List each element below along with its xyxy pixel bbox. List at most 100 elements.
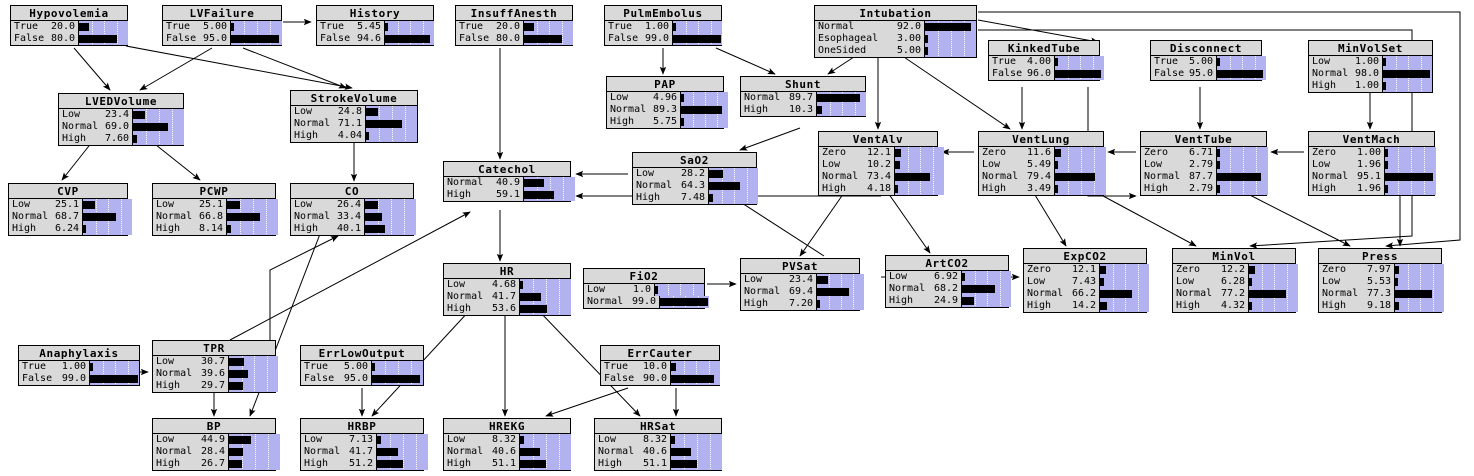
state-row[interactable]: True20.0 <box>11 21 129 33</box>
state-row[interactable]: Normal99.0 <box>584 296 710 308</box>
state-row[interactable]: True5.45 <box>317 21 435 33</box>
state-row[interactable]: High7.48 <box>633 192 759 204</box>
state-row[interactable]: Normal77.2 <box>1173 288 1299 300</box>
node-BP[interactable]: BPLow44.9Normal28.4High26.7 <box>152 418 281 471</box>
node-VentMach[interactable]: VentMachZero1.00Low1.96Normal95.1High1.9… <box>1308 131 1437 196</box>
state-row[interactable]: High51.2 <box>301 458 429 470</box>
node-HRSat[interactable]: HRSatLow8.32Normal40.6High51.1 <box>594 418 723 471</box>
state-row[interactable]: High10.3 <box>741 104 867 116</box>
state-row[interactable]: Normal89.3 <box>607 104 729 116</box>
state-row[interactable]: Low25.1 <box>153 199 279 211</box>
node-HRBP[interactable]: HRBPLow7.13Normal41.7High51.2 <box>300 418 429 471</box>
node-ExpCO2[interactable]: ExpCO2Zero12.1Low7.43Normal66.2High14.2 <box>1023 248 1150 313</box>
state-row[interactable]: Zero6.71 <box>1141 147 1269 159</box>
state-row[interactable]: High53.6 <box>444 303 572 315</box>
state-row[interactable]: Zero7.97 <box>1319 264 1445 276</box>
state-row[interactable]: High1.00 <box>1309 80 1433 92</box>
state-row[interactable]: Normal68.2 <box>886 283 1012 295</box>
node-CO[interactable]: COLow26.4Normal33.4High40.1 <box>290 183 417 236</box>
state-row[interactable]: Normal92.0 <box>815 21 976 33</box>
state-row[interactable]: Normal69.0 <box>59 121 185 133</box>
state-row[interactable]: High59.1 <box>444 189 576 201</box>
state-row[interactable]: High2.79 <box>1141 183 1269 195</box>
state-row[interactable]: Normal73.4 <box>819 171 945 183</box>
node-LVFailure[interactable]: LVFailureTrue5.00False95.0 <box>162 5 283 46</box>
node-VentAlv[interactable]: VentAlvZero12.1Low10.2Normal73.4High4.18 <box>818 131 945 196</box>
state-row[interactable]: Zero11.6 <box>979 147 1107 159</box>
state-row[interactable]: High4.18 <box>819 183 945 195</box>
node-VentLung[interactable]: VentLungZero11.6Low5.49Normal79.4High3.4… <box>978 131 1107 196</box>
state-row[interactable]: High26.7 <box>153 458 281 470</box>
state-row[interactable]: Normal41.7 <box>444 291 572 303</box>
state-row[interactable]: False95.0 <box>301 373 423 385</box>
state-row[interactable]: Normal28.4 <box>153 446 281 458</box>
state-row[interactable]: High40.1 <box>291 223 417 235</box>
state-row[interactable]: High6.24 <box>9 223 133 235</box>
node-HR[interactable]: HRLow4.68Normal41.7High53.6 <box>443 263 572 316</box>
node-Disconnect[interactable]: DisconnectTrue5.00False95.0 <box>1150 40 1267 81</box>
node-MinVol[interactable]: MinVolZero12.2Low6.28Normal77.2High4.32 <box>1172 248 1299 313</box>
state-row[interactable]: False95.0 <box>1151 68 1267 80</box>
state-row[interactable]: Normal40.6 <box>444 446 572 458</box>
state-row[interactable]: Normal40.6 <box>595 446 723 458</box>
state-row[interactable]: Normal39.6 <box>153 368 279 380</box>
state-row[interactable]: Normal77.3 <box>1319 288 1445 300</box>
state-row[interactable]: Low7.13 <box>301 434 429 446</box>
node-CVP[interactable]: CVPLow25.1Normal68.7High6.24 <box>8 183 133 236</box>
state-row[interactable]: Low28.2 <box>633 168 759 180</box>
node-ErrCauter[interactable]: ErrCauterTrue10.0False90.0 <box>600 345 721 386</box>
node-ErrLowOutput[interactable]: ErrLowOutputTrue5.00False95.0 <box>300 345 424 386</box>
state-row[interactable]: Zero12.1 <box>819 147 945 159</box>
state-row[interactable]: False94.6 <box>317 33 435 45</box>
state-row[interactable]: Normal40.9 <box>444 177 576 189</box>
node-Intubation[interactable]: IntubationNormal92.0Esophageal3.00OneSid… <box>814 5 977 58</box>
state-row[interactable]: True10.0 <box>601 361 721 373</box>
state-row[interactable]: OneSided5.00 <box>815 45 976 57</box>
state-row[interactable]: High7.20 <box>741 298 865 310</box>
node-PVSat[interactable]: PVSatLow23.4Normal69.4High7.20 <box>740 258 865 311</box>
node-MinVolSet[interactable]: MinVolSetLow1.00Normal98.0High1.00 <box>1308 40 1433 93</box>
state-row[interactable]: High4.32 <box>1173 300 1299 312</box>
state-row[interactable]: Zero1.00 <box>1309 147 1437 159</box>
state-row[interactable]: Low7.43 <box>1024 276 1150 288</box>
state-row[interactable]: Low5.53 <box>1319 276 1445 288</box>
state-row[interactable]: Low4.68 <box>444 279 572 291</box>
node-Catechol[interactable]: CatecholNormal40.9High59.1 <box>443 161 576 202</box>
node-SaO2[interactable]: SaO2Low28.2Normal64.3High7.48 <box>632 152 759 205</box>
state-row[interactable]: Esophageal3.00 <box>815 33 976 45</box>
state-row[interactable]: Low6.28 <box>1173 276 1299 288</box>
state-row[interactable]: False99.0 <box>605 33 723 45</box>
state-row[interactable]: Normal68.7 <box>9 211 133 223</box>
state-row[interactable]: Low44.9 <box>153 434 281 446</box>
state-row[interactable]: Normal95.1 <box>1309 171 1437 183</box>
state-row[interactable]: Zero12.2 <box>1173 264 1299 276</box>
state-row[interactable]: Normal64.3 <box>633 180 759 192</box>
state-row[interactable]: True20.0 <box>456 21 574 33</box>
node-StrokeVolume[interactable]: StrokeVolumeLow24.8Normal71.1High4.04 <box>290 90 418 143</box>
state-row[interactable]: Low26.4 <box>291 199 417 211</box>
state-row[interactable]: True4.00 <box>989 56 1105 68</box>
state-row[interactable]: Normal89.7 <box>741 92 867 104</box>
state-row[interactable]: Low25.1 <box>9 199 133 211</box>
state-row[interactable]: False99.0 <box>19 373 139 385</box>
node-Hypovolemia[interactable]: HypovolemiaTrue20.0False80.0 <box>10 5 129 46</box>
state-row[interactable]: Low2.79 <box>1141 159 1269 171</box>
state-row[interactable]: False80.0 <box>456 33 574 45</box>
state-row[interactable]: Normal87.7 <box>1141 171 1269 183</box>
state-row[interactable]: High5.75 <box>607 116 729 128</box>
node-PulmEmbolus[interactable]: PulmEmbolusTrue1.00False99.0 <box>604 5 723 46</box>
state-row[interactable]: Low23.4 <box>741 274 865 286</box>
state-row[interactable]: True1.00 <box>19 361 139 373</box>
state-row[interactable]: High51.1 <box>444 458 572 470</box>
state-row[interactable]: Low8.32 <box>595 434 723 446</box>
state-row[interactable]: False80.0 <box>11 33 129 45</box>
node-VentTube[interactable]: VentTubeZero6.71Low2.79Normal87.7High2.7… <box>1140 131 1269 196</box>
state-row[interactable]: Zero12.1 <box>1024 264 1150 276</box>
state-row[interactable]: Low10.2 <box>819 159 945 171</box>
node-InsuffAnesth[interactable]: InsuffAnesthTrue20.0False80.0 <box>455 5 574 46</box>
state-row[interactable]: High51.1 <box>595 458 723 470</box>
state-row[interactable]: False96.0 <box>989 68 1105 80</box>
state-row[interactable]: Low1.00 <box>1309 56 1433 68</box>
state-row[interactable]: High4.04 <box>291 130 417 142</box>
node-Press[interactable]: PressZero7.97Low5.53Normal77.3High9.18 <box>1318 248 1445 313</box>
